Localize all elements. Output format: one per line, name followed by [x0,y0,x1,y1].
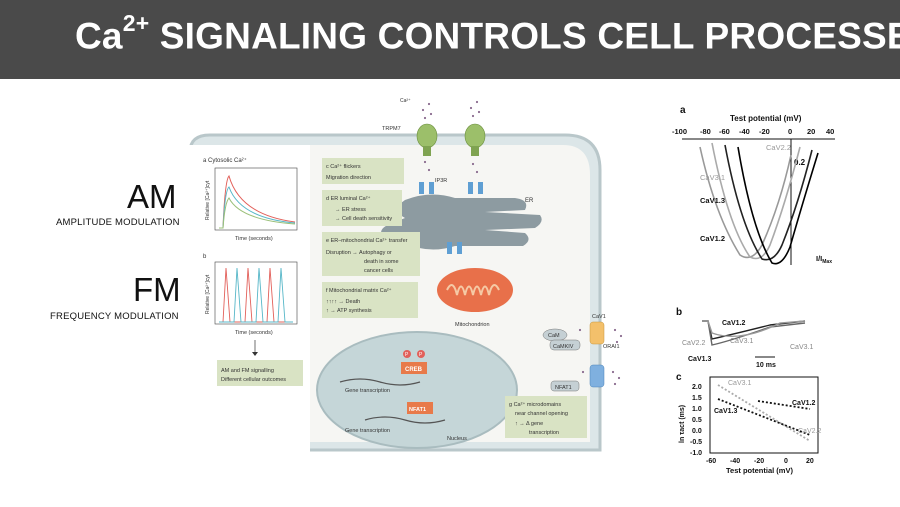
phospho-marker-1: P [405,352,409,358]
box-e-line3: cancer cells [364,268,393,274]
pa-xtick-2: -60 [719,127,730,136]
gene-transcription-1: Gene transcription [345,388,390,394]
pa-xtick-5: 0 [788,127,792,136]
am-sublabel: AMPLITUDE MODULATION [56,217,180,228]
box-e-line1: Disruption → Autophagy or [326,250,392,256]
am-fm-box-line1: AM and FM signalling [221,368,274,374]
pc-ytick-1: 1.5 [692,395,702,402]
pa-xtick-7: 40 [826,127,834,136]
camkiv-label: CaMKIV [553,344,574,350]
panel-a-title: a Cytosolic Ca²⁺ [203,157,247,164]
panel-a-xlabel: Time (seconds) [235,236,273,242]
pc-ytick-2: 1.0 [692,406,702,413]
pa-xtick-4: -20 [759,127,770,136]
box-g-title: g Ca²⁺ microdomains [509,401,561,408]
pb-label-cav22: CaV2.2 [682,340,705,347]
pc-xlabel: Test potential (mV) [726,466,793,475]
box-c-body: Migration direction [326,175,371,181]
box-d-line2: → Cell death sensitivity [335,216,392,222]
pc-ytick-0: 2.0 [692,384,702,391]
er-label: ER [525,198,534,204]
slide-title: Ca2+ SIGNALING CONTROLS CELL PROCESSES [75,10,900,57]
am-fm-box-line2: Different cellular outcomes [221,377,286,383]
pa-ylabel: I/IMax [816,254,832,265]
fm-sublabel: FREQUENCY MODULATION [50,311,179,322]
calcium-signaling-diagram: a Cytosolic Ca²⁺ Relative [Ca²⁺]cyt Time… [185,98,623,455]
box-f-title: f Mitochondrial matrix Ca²⁺ [326,287,392,294]
box-e-title: e ER–mitochondrial Ca²⁺ transfer [326,237,408,244]
pc-series-cav22: CaV2.2 [798,428,821,435]
panel-b-label: b [676,307,682,318]
pb-label-cav31: CaV3.1 [730,338,753,345]
pc-ytick-6: -1.0 [690,450,702,457]
pa-ytick: 0.2 [794,158,806,167]
box-d-title: d ER luminal Ca²⁺ [326,195,371,202]
box-f-line2: ↑ → ATP synthesis [326,308,372,314]
pc-ytick-3: 0.5 [692,417,702,424]
pa-xtick-0: -100 [672,127,687,136]
pb-label-cav13: CaV1.3 [688,356,711,363]
box-d-line1: → ER stress [335,207,366,213]
pc-series-cav31: CaV3.1 [728,380,751,387]
mitochondrion-label: Mitochondrion [455,322,490,328]
orai1-label: ORAI1 [603,344,620,350]
box-g-line1: near channel opening [515,411,568,417]
nucleus-label: Nucleus [447,436,467,442]
pc-ytick-5: -0.5 [690,439,702,446]
pa-series-cav31: CaV3.1 [700,173,725,182]
pb-label-cav31-right: CaV3.1 [790,344,813,351]
box-g-line2: ↑ → Δ gene [515,421,543,427]
nfat1-left-label: NFAT1 [409,407,426,413]
panel-b-xlabel: Time (seconds) [235,330,273,336]
pa-xtick-3: -40 [739,127,750,136]
panel-a-ylabel: Relative [Ca²⁺]cyt [205,180,211,220]
fm-label: FM [133,271,181,308]
nfat1-right-label: NFAT1 [555,385,572,391]
cav1-label: CaV1 [592,314,606,320]
panel-a-xaxis-title: Test potential (mV) [730,114,802,123]
panel-c-label: c [676,372,682,383]
electrophysiology-panels: a Test potential (mV) -100 -80 -60 -40 -… [672,105,835,475]
box-g-line3: transcription [529,430,559,436]
pa-series-cav22: CaV2.2 [766,143,791,152]
creb-label: CREB [405,367,423,373]
pc-xtick-3: 0 [784,458,788,465]
pa-series-cav13: CaV1.3 [700,196,725,205]
pc-series-cav12: CaV1.2 [792,400,815,407]
panel-b-ylabel: Relative [Ca²⁺]cyt [205,274,211,314]
pa-xtick-6: 20 [807,127,815,136]
pb-label-cav12: CaV1.2 [722,320,745,327]
ip3r-label: IP3R [435,178,447,184]
title-bar: Ca2+ SIGNALING CONTROLS CELL PROCESSES [0,0,900,79]
trpm7-label: TRPM7 [382,126,401,132]
pc-ytick-4: 0.0 [692,428,702,435]
cam-label: CaM [548,333,560,339]
box-e-line2: death in some [364,259,399,265]
pc-xtick-1: -40 [730,458,740,465]
phospho-marker-2: P [419,352,423,358]
pc-series-cav13: CaV1.3 [714,408,737,415]
pb-scalebar: 10 ms [756,362,776,369]
pc-xtick-2: -20 [754,458,764,465]
pa-series-cav12: CaV1.2 [700,234,725,243]
pc-ylabel: ln τact (ms) [679,405,686,443]
panel-b-label: b [203,254,207,260]
pc-xtick-4: 20 [806,458,814,465]
box-c-title: c Ca²⁺ flickers [326,163,361,170]
gene-transcription-2: Gene transcription [345,428,390,434]
pc-xtick-0: -60 [706,458,716,465]
pa-xtick-1: -80 [700,127,711,136]
box-f-line1: ↑↑↑↑ → Death [326,299,360,305]
am-label: AM [127,178,177,215]
ca-top-label: Ca²⁺ [400,98,411,104]
panel-a-label: a [680,105,686,116]
